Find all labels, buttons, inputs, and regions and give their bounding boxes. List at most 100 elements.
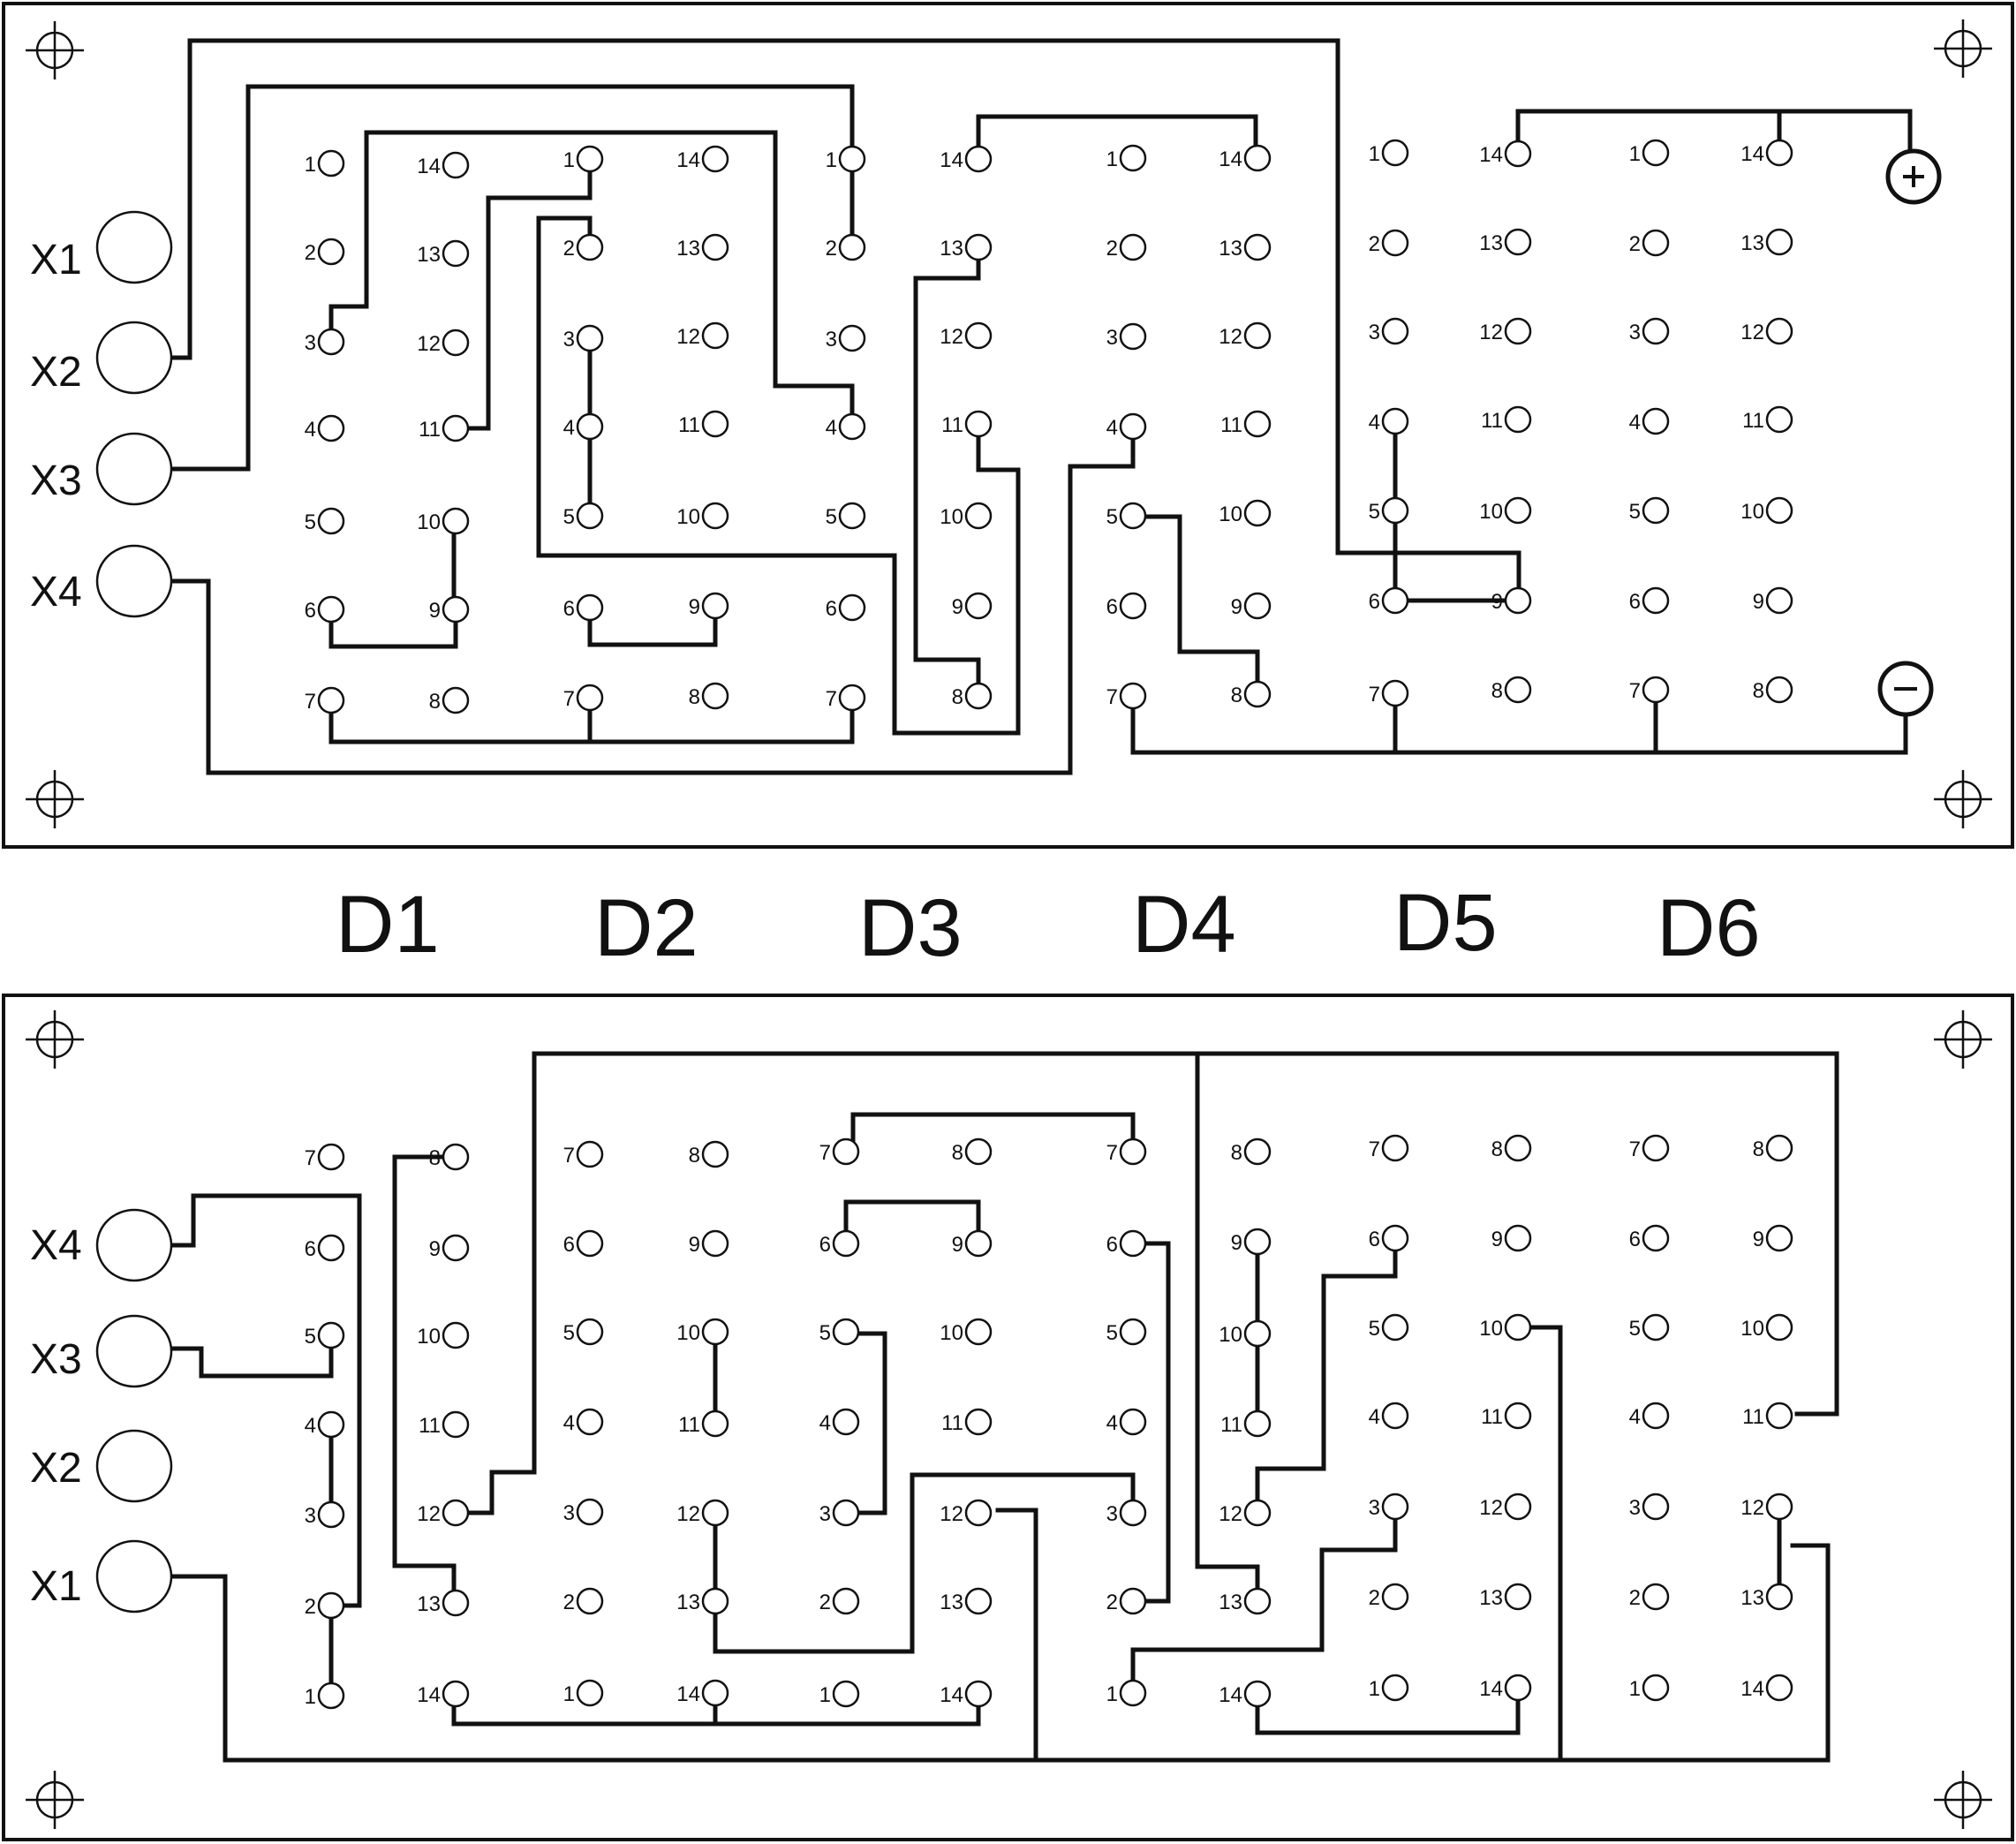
ic-pin-pad: 13 — [1740, 228, 1793, 256]
ic-pin-number: 5 — [826, 505, 837, 529]
ic-pin-number: 13 — [676, 1591, 700, 1614]
ic-pin-number: 10 — [676, 1321, 700, 1345]
ic-pin-pad: 4 — [1369, 1402, 1409, 1430]
ic-pin-number: 6 — [819, 1233, 831, 1257]
ic-pin-number: 5 — [1106, 1321, 1118, 1345]
ic-pin-number: 3 — [1106, 1502, 1118, 1526]
chip-label-d5: D5 — [1393, 878, 1498, 968]
ic-pin-pad: 3 — [1106, 1499, 1147, 1527]
ic-pin-number: 12 — [417, 332, 441, 356]
ic-pin-pad: 9 — [1491, 1224, 1532, 1252]
ic-pin-pad: 14 — [1740, 139, 1793, 167]
ic-pin-number: 14 — [940, 148, 963, 172]
ic-pin-pad: 13 — [676, 233, 729, 261]
ic-pin-number: 12 — [1479, 1496, 1503, 1520]
ic-pin-pad: 8 — [952, 682, 993, 710]
ic-pin-number: 9 — [952, 1233, 963, 1257]
ic-pin-pad: 13 — [1479, 1583, 1532, 1611]
ic-pin-pad: 7 — [1629, 676, 1670, 704]
ic-pin-pad: 4 — [305, 1410, 345, 1439]
ic-pin-number: 3 — [819, 1502, 831, 1526]
ic-pin-number: 11 — [678, 1413, 700, 1437]
ic-pin-pad: 2 — [305, 1591, 345, 1620]
ic-pin-pad: 10 — [676, 502, 729, 530]
ic-pin-number: 13 — [676, 237, 700, 261]
connector-pad — [95, 321, 173, 395]
ic-pin-pad: 8 — [1753, 676, 1793, 704]
ic-pin-pad: 3 — [1369, 317, 1409, 345]
ic-pin-number: 13 — [940, 237, 963, 261]
registration-mark — [1934, 1771, 1992, 1829]
ic-pin-number: 4 — [1369, 1405, 1380, 1429]
ic-pin-number: 7 — [1369, 683, 1380, 707]
ic-pin-number: 8 — [689, 685, 700, 709]
ic-pin-pad: 2 — [1629, 1583, 1670, 1611]
ic-pin-pad: 13 — [1479, 228, 1532, 256]
ic-pin-number: 11 — [1481, 409, 1503, 433]
ic-pin-number: 10 — [1740, 500, 1764, 524]
ic-pin-number: 9 — [429, 1237, 441, 1261]
ic-pin-pad: 3 — [563, 1498, 604, 1526]
ic-pin-number: 5 — [1106, 505, 1118, 529]
ic-pin-number: 8 — [1753, 1137, 1764, 1161]
ic-pin-number: 2 — [819, 1591, 831, 1614]
ic-pin-number: 7 — [1629, 679, 1641, 703]
ic-pin-number: 10 — [940, 1321, 963, 1345]
ic-pin-pad: 5 — [1369, 496, 1409, 525]
ic-pin-number: 6 — [1629, 1228, 1641, 1251]
ic-pin-pad: 12 — [1740, 317, 1793, 345]
ic-pin-pad: 5 — [563, 1318, 604, 1346]
connector-pad — [95, 544, 173, 618]
ic-pin-pad: 4 — [819, 1408, 860, 1436]
ic-pin-pad: 4 — [1629, 407, 1670, 435]
ic-pin-number: 1 — [1369, 142, 1380, 166]
top-board-outline — [2, 2, 2014, 849]
ic-pin-number: 4 — [1369, 411, 1380, 435]
ic-pin-number: 1 — [563, 148, 575, 172]
ic-pin-number: 3 — [826, 328, 837, 351]
ic-pin-pad: 1 — [1629, 1674, 1670, 1702]
ic-pin-pad: 2 — [1369, 229, 1409, 257]
ic-pin-pad: 2 — [826, 233, 866, 261]
connector-pad — [95, 1314, 173, 1388]
ic-pin-pad: 6 — [819, 1229, 860, 1258]
ic-pin-number: 13 — [1479, 231, 1503, 255]
ic-pin-pad: 4 — [826, 412, 866, 441]
ic-pin-number: 6 — [826, 597, 837, 621]
ic-pin-number: 3 — [1369, 321, 1380, 344]
bottom-board-traces — [168, 1051, 1839, 1763]
ic-pin-number: 3 — [1629, 321, 1641, 344]
ic-pin-pad: 7 — [305, 1143, 345, 1171]
ic-pin-pad: 4 — [305, 414, 345, 442]
ic-pin-pad: 10 — [1479, 1313, 1532, 1341]
ic-pin-pad: 5 — [1106, 502, 1147, 530]
ic-pin-number: 9 — [1753, 1228, 1764, 1251]
ic-pin-pad: 10 — [940, 1318, 993, 1346]
ic-pin-pad: 12 — [940, 321, 993, 350]
ic-pin-number: 10 — [1479, 500, 1503, 524]
ic-pin-pad: 5 — [1629, 496, 1670, 525]
ic-pin-number: 14 — [1740, 142, 1764, 166]
ic-pin-number: 3 — [563, 328, 575, 351]
ic-pin-pad: 6 — [1369, 1224, 1409, 1252]
ic-pin-pad: 8 — [1753, 1134, 1793, 1162]
ic-pin-number: 7 — [563, 687, 575, 711]
ic-pin-pad: 1 — [1369, 1674, 1409, 1702]
ic-pin-pad: 14 — [940, 1680, 993, 1708]
connector-label-top-x3: X3 — [30, 457, 82, 504]
ic-pin-number: 4 — [305, 418, 316, 442]
ic-pin-number: 5 — [305, 510, 316, 534]
connector-label-top-x2: X2 — [30, 349, 82, 396]
ic-pin-pad: 10 — [417, 507, 470, 535]
ic-pin-number: 12 — [417, 1502, 441, 1526]
ic-pin-number: 4 — [819, 1411, 831, 1435]
ic-pin-pad: 1 — [826, 145, 866, 173]
ic-pin-number: 13 — [1740, 231, 1764, 255]
ic-pin-pad: 7 — [563, 1140, 604, 1168]
ic-pin-pad: 2 — [563, 1587, 604, 1615]
ic-pin-number: 4 — [1106, 1411, 1118, 1435]
connector-label-bottom-x4: X4 — [30, 1222, 82, 1269]
plus-icon — [1903, 166, 1924, 187]
ic-pin-pad: 6 — [563, 593, 604, 622]
ic-pin-pad: 7 — [819, 1137, 860, 1166]
